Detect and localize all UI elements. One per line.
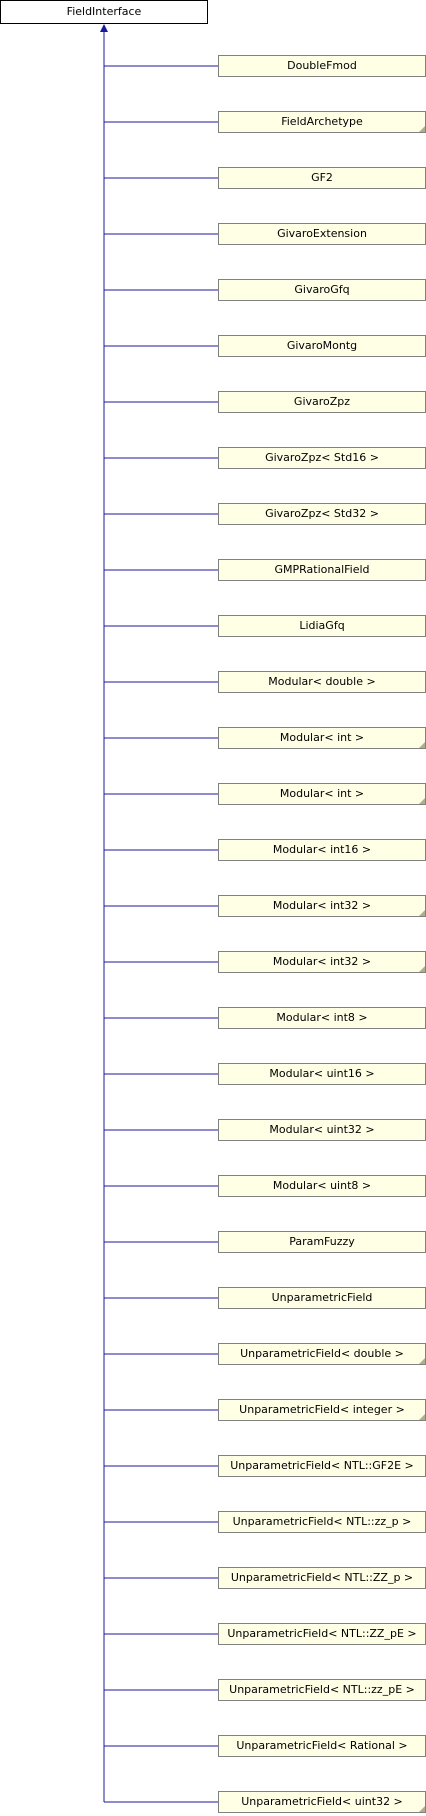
node-unparametricfield-rational[interactable]: UnparametricField< Rational > [218, 1735, 426, 1757]
node-label: GivaroGfq [294, 283, 350, 296]
node-modular-int8[interactable]: Modular< int8 > [218, 1007, 426, 1029]
node-label: UnparametricField< integer > [239, 1403, 405, 1416]
node-fieldarchetype[interactable]: FieldArchetype [218, 111, 426, 133]
node-unparametricfield-ntl-gf2e[interactable]: UnparametricField< NTL::GF2E > [218, 1455, 426, 1477]
node-label: Modular< double > [268, 675, 376, 688]
node-label: DoubleFmod [287, 59, 357, 72]
node-lidiagfq[interactable]: LidiaGfq [218, 615, 426, 637]
node-label: ParamFuzzy [289, 1235, 355, 1248]
node-label: UnparametricField< Rational > [236, 1739, 408, 1752]
node-label: FieldInterface [66, 5, 142, 18]
node-modular-uint32[interactable]: Modular< uint32 > [218, 1119, 426, 1141]
node-label: GivaroZpz< Std32 > [265, 507, 379, 520]
node-label: UnparametricField< double > [240, 1347, 404, 1360]
node-label: GivaroZpz [293, 395, 351, 408]
collapsed-marker-icon [419, 966, 425, 972]
node-label: UnparametricField< uint32 > [241, 1795, 403, 1808]
node-givarozpz-std16[interactable]: GivaroZpz< Std16 > [218, 447, 426, 469]
node-label: UnparametricField< NTL::ZZ_p > [230, 1571, 414, 1584]
node-modular-int[interactable]: Modular< int > [218, 783, 426, 805]
node-modular-uint8[interactable]: Modular< uint8 > [218, 1175, 426, 1197]
node-label: Modular< uint32 > [269, 1123, 375, 1136]
node-unparametricfield-ntl-zz-pe[interactable]: UnparametricField< NTL::ZZ_pE > [218, 1623, 426, 1645]
node-label: Modular< uint8 > [272, 1179, 372, 1192]
node-label: UnparametricField< NTL::GF2E > [230, 1459, 414, 1472]
node-givarozpz[interactable]: GivaroZpz [218, 391, 426, 413]
node-paramfuzzy[interactable]: ParamFuzzy [218, 1231, 426, 1253]
node-unparametricfield-ntl-zz-pe[interactable]: UnparametricField< NTL::zz_pE > [218, 1679, 426, 1701]
node-modular-int16[interactable]: Modular< int16 > [218, 839, 426, 861]
node-label: FieldArchetype [281, 115, 363, 128]
node-label: GF2 [311, 171, 333, 184]
node-unparametricfield-integer[interactable]: UnparametricField< integer > [218, 1399, 426, 1421]
node-fieldinterface[interactable]: FieldInterface [0, 0, 208, 24]
collapsed-marker-icon [419, 1358, 425, 1364]
node-modular-int32[interactable]: Modular< int32 > [218, 895, 426, 917]
node-label: UnparametricField< NTL::zz_pE > [229, 1683, 415, 1696]
node-label: GivaroZpz< Std16 > [265, 451, 379, 464]
node-label: Modular< int > [279, 731, 365, 744]
node-unparametricfield-uint32[interactable]: UnparametricField< uint32 > [218, 1791, 426, 1813]
node-modular-int[interactable]: Modular< int > [218, 727, 426, 749]
node-unparametricfield-ntl-zz-p[interactable]: UnparametricField< NTL::zz_p > [218, 1511, 426, 1533]
node-label: Modular< int16 > [272, 843, 372, 856]
node-label: Modular< int32 > [272, 899, 372, 912]
node-gf2[interactable]: GF2 [218, 167, 426, 189]
collapsed-marker-icon [419, 126, 425, 132]
collapsed-marker-icon [419, 1806, 425, 1812]
node-doublefmod[interactable]: DoubleFmod [218, 55, 426, 77]
node-label: Modular< int > [279, 787, 365, 800]
node-label: Modular< uint16 > [269, 1067, 375, 1080]
node-label: LidiaGfq [299, 619, 345, 632]
node-givaroextension[interactable]: GivaroExtension [218, 223, 426, 245]
node-unparametricfield-ntl-zz-p[interactable]: UnparametricField< NTL::ZZ_p > [218, 1567, 426, 1589]
node-label: GMPRationalField [274, 563, 370, 576]
node-modular-double[interactable]: Modular< double > [218, 671, 426, 693]
node-label: Modular< int8 > [276, 1011, 368, 1024]
collapsed-marker-icon [419, 742, 425, 748]
node-label: UnparametricField< NTL::ZZ_pE > [227, 1627, 417, 1640]
node-givaromontg[interactable]: GivaroMontg [218, 335, 426, 357]
node-label: Modular< int32 > [272, 955, 372, 968]
node-unparametricfield[interactable]: UnparametricField [218, 1287, 426, 1309]
node-label: UnparametricField< NTL::zz_p > [232, 1515, 412, 1528]
node-modular-int32[interactable]: Modular< int32 > [218, 951, 426, 973]
arrowhead-icon [100, 24, 108, 32]
node-label: UnparametricField [271, 1291, 373, 1304]
node-modular-uint16[interactable]: Modular< uint16 > [218, 1063, 426, 1085]
collapsed-marker-icon [419, 798, 425, 804]
collapsed-marker-icon [419, 1414, 425, 1420]
node-label: GivaroMontg [286, 339, 358, 352]
collapsed-marker-icon [419, 910, 425, 916]
node-givarozpz-std32[interactable]: GivaroZpz< Std32 > [218, 503, 426, 525]
node-givarogfq[interactable]: GivaroGfq [218, 279, 426, 301]
node-unparametricfield-double[interactable]: UnparametricField< double > [218, 1343, 426, 1365]
node-label: GivaroExtension [277, 227, 367, 240]
node-gmprationalfield[interactable]: GMPRationalField [218, 559, 426, 581]
